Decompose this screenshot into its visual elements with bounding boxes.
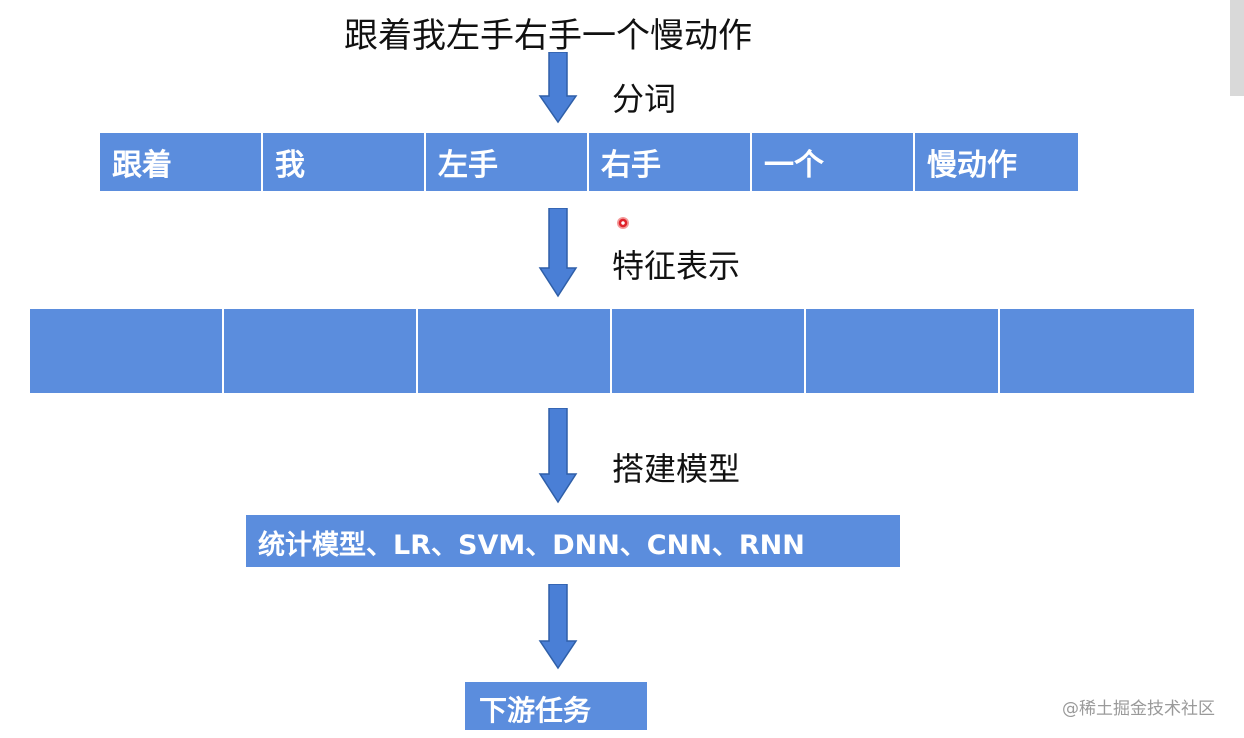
feature-cell: 0.61，0.33， 0.24。。。 [1000, 309, 1199, 539]
feature-row: 0.21，0.33， 0.21。。。 0.11，0.33， 0.42。。。 0.… [30, 309, 1199, 539]
feature-cell: 0.24，0.33， 0.45。。。 [418, 309, 617, 539]
feature-line: 0.21，0.33， [42, 394, 230, 425]
step-label-features: 特征表示 [612, 247, 741, 285]
arrow-down-icon [538, 408, 578, 504]
token-cell: 跟着 [100, 133, 263, 191]
feature-cell: 0.71，0.33， 0.12。。。 [612, 309, 811, 539]
downstream-task-box: 下游任务 [465, 682, 647, 730]
model-box: 统计模型、LR、SVM、DNN、CNN、RNN [246, 515, 900, 567]
step-label-model: 搭建模型 [612, 450, 741, 488]
feature-line: 0.11，0.53， [818, 394, 1006, 425]
token-cell: 我 [263, 133, 426, 191]
step-label-tokenize: 分词 [612, 80, 677, 118]
feature-cell: 0.11，0.33， 0.42。。。 [224, 309, 423, 539]
arrow-down-icon [538, 52, 578, 124]
token-cell: 一个 [752, 133, 915, 191]
feature-line: 0.71，0.33， [624, 394, 812, 425]
token-cell: 慢动作 [915, 133, 1078, 191]
feature-cell: 0.21，0.33， 0.21。。。 [30, 309, 229, 539]
feature-line: 0.24，0.33， [430, 394, 618, 425]
feature-line: 0.24。。。 [1012, 508, 1133, 539]
watermark: @稀土掘金技术社区 [1062, 699, 1215, 719]
arrow-down-icon [538, 584, 578, 670]
token-row: 跟着 我 左手 右手 一个 慢动作 [100, 133, 1078, 191]
token-cell: 右手 [589, 133, 752, 191]
token-cell: 左手 [426, 133, 589, 191]
source-sentence: 跟着我左手右手一个慢动作 [344, 16, 752, 56]
feature-line: 0.11，0.33， [236, 394, 424, 425]
feature-line: 0.61，0.33， [1012, 394, 1200, 425]
arrow-down-icon [538, 208, 578, 298]
feature-cell: 0.11，0.53， 0.22。。。 [806, 309, 1005, 539]
mouse-pointer-dot [617, 217, 629, 229]
feature-line: 0.21。。。 [42, 508, 163, 539]
scrollbar[interactable] [1230, 0, 1244, 96]
